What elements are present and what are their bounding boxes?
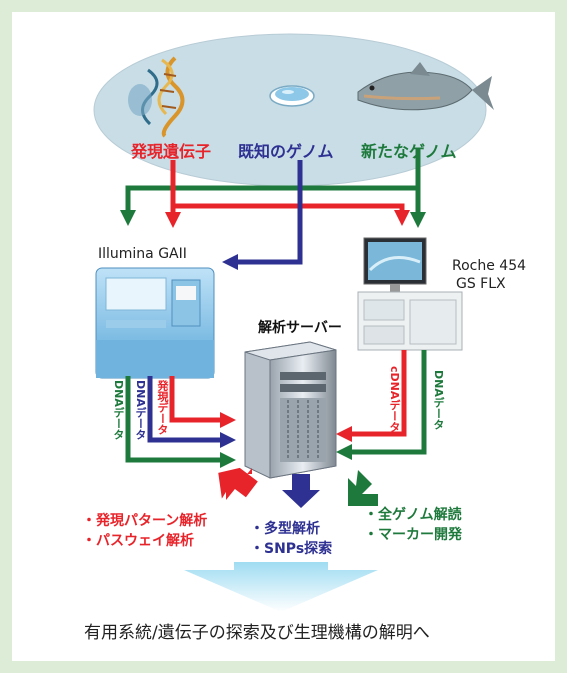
result-marker: ・マーカー開発 (364, 527, 462, 543)
roche-output-arrows (336, 350, 427, 460)
illumina-machine-image (95, 267, 215, 379)
label-roche-line1: Roche 454 (452, 258, 527, 274)
label-illumina-expression-red: 発現データ (156, 380, 169, 435)
petri-dish-icon (269, 85, 315, 107)
fish-icon (357, 62, 494, 111)
blue-source-arrow (222, 160, 303, 270)
analysis-server-image (244, 341, 337, 479)
result-arrows (218, 467, 378, 508)
label-roche-cdna-red: cDNAデータ (388, 366, 401, 433)
label-illumina-dna-blue: DNAデータ (134, 380, 147, 440)
label-roche-dna-green: DNAデータ (432, 370, 445, 430)
label-new-genome: 新たなゲノム (361, 142, 457, 161)
roche-machine-image (357, 237, 463, 351)
label-known-genome: 既知のゲノム (238, 142, 334, 161)
label-illumina-dna-green: DNAデータ (112, 380, 125, 440)
result-polymorphism: ・多型解析 (250, 521, 320, 537)
conclusion-text: 有用系統/遺伝子の探索及び生理機構の解明へ (84, 623, 430, 643)
green-source-arrows (120, 148, 426, 228)
label-expressed-genes: 発現遺伝子 (131, 142, 212, 161)
label-roche-line2: GS FLX (456, 276, 506, 292)
label-analysis-server: 解析サーバー (258, 320, 342, 336)
label-illumina: Illumina GAII (98, 246, 187, 262)
red-source-arrows (165, 160, 410, 228)
illumina-output-arrows (125, 376, 236, 468)
result-whole-genome: ・全ゲノム解読 (364, 507, 462, 523)
conclusion-arrow (184, 562, 378, 612)
result-snps: ・SNPs探索 (250, 541, 333, 557)
source-ellipse (93, 33, 487, 187)
result-expression-pattern: ・発現パターン解析 (82, 513, 208, 529)
result-pathway: ・パスウェイ解析 (82, 533, 194, 549)
dna-helix-icon (128, 56, 185, 138)
